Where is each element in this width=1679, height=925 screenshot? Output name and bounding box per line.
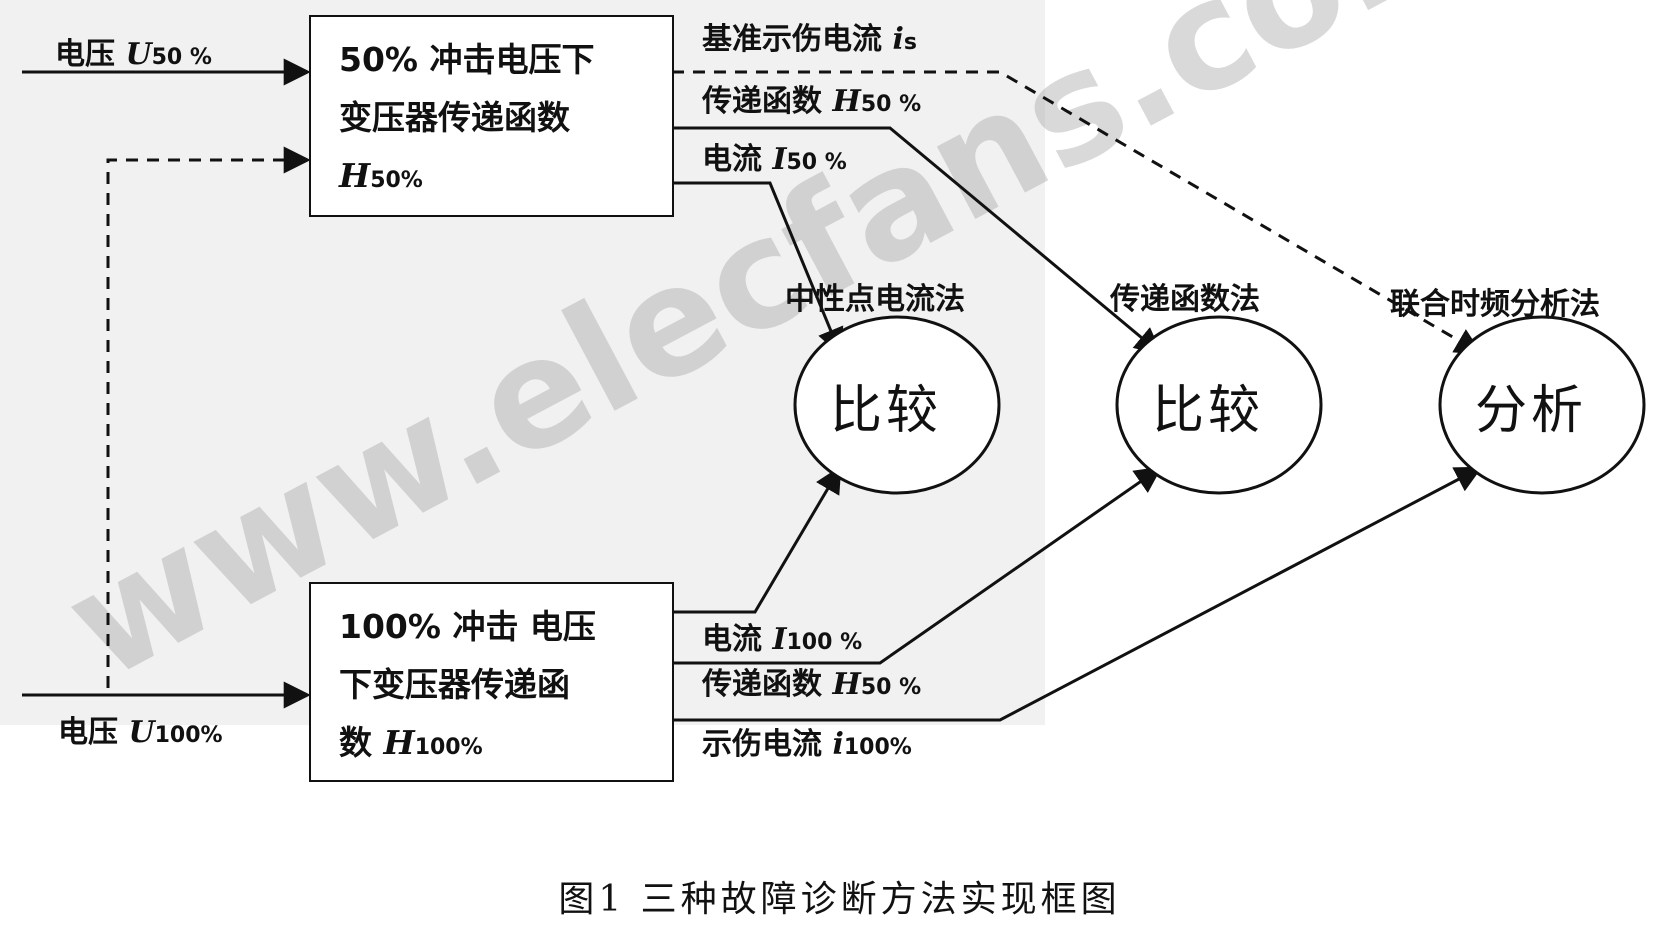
input-u50-label: 电压 U50 % — [55, 37, 212, 72]
box-50-percent: 50% 冲击电压下 变压器传递函数 H50% — [309, 15, 674, 217]
input-u100-label: 电压 U100% — [58, 715, 223, 750]
box50-line1: 50% 冲击电压下 — [339, 40, 595, 79]
box50-symbol: H50% — [339, 156, 423, 195]
transfer50-label: 传递函数 H50 % — [702, 84, 922, 119]
method-timefreq-label: 联合时频分析法 — [1390, 287, 1600, 322]
transfer100-arrow — [672, 466, 1163, 665]
transfer100-label: 传递函数 H50 % — [702, 667, 922, 702]
dashed-feed-arrow — [106, 146, 311, 688]
box100-line1: 100% 冲击 电压 — [339, 607, 596, 646]
current50-arrow — [672, 181, 844, 356]
analyze-node-circle — [1438, 315, 1646, 495]
compare-node-1-text: 比较 — [830, 381, 943, 441]
transfer50-arrow — [672, 126, 1163, 355]
box-100-percent: 100% 冲击 电压 下变压器传递函 数 H100% — [309, 582, 674, 782]
box100-line3: 数 H100% — [339, 723, 483, 762]
box50-line2: 变压器传递函数 — [339, 98, 570, 137]
ref-current-dashed-arrow — [672, 70, 1483, 355]
compare-node-2-circle — [1115, 315, 1323, 495]
ref-current-label: 基准示伤电流 is — [702, 22, 917, 57]
compare-node-2-text: 比较 — [1152, 381, 1265, 441]
box100-line2: 下变压器传递函 — [339, 665, 570, 704]
current100-arrow — [672, 465, 842, 614]
fault-current-arrow — [672, 466, 1483, 722]
method-transfer-label: 传递函数法 — [1110, 282, 1260, 317]
compare-node-1-circle — [793, 315, 1001, 495]
analyze-node-text: 分析 — [1475, 381, 1588, 441]
current100-label: 电流 I100 % — [702, 622, 863, 657]
figure-caption: 图1 三种故障诊断方法实现框图 — [558, 879, 1121, 920]
current50-label: 电流 I50 % — [702, 142, 847, 177]
method-neutral-label: 中性点电流法 — [785, 282, 965, 317]
fault-current-label: 示伤电流 i100% — [702, 727, 912, 762]
